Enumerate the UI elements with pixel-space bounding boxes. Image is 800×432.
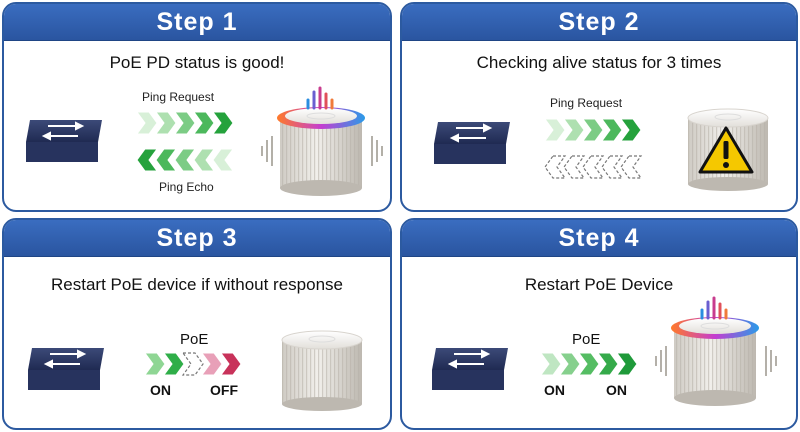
step-2-header: Step 2: [402, 4, 796, 41]
step-1-header: Step 1: [4, 4, 390, 41]
off-state-label: OFF: [210, 382, 238, 398]
no-echo-arrows: [544, 155, 643, 179]
step-1-title: Step 1: [156, 8, 238, 36]
arrow-chevron: [559, 352, 581, 376]
arrow-chevron: [601, 155, 624, 179]
ping-request-arrows: [544, 118, 642, 142]
arrow-chevron: [193, 148, 215, 172]
on-state-label-2: ON: [606, 382, 627, 398]
step-3-header: Step 3: [4, 220, 390, 257]
arrow-chevron: [563, 155, 586, 179]
arrow-chevron: [582, 118, 604, 142]
poe-device-icon: [261, 86, 383, 196]
poe-label: PoE: [572, 331, 601, 348]
arrow-chevron: [620, 155, 643, 179]
arrow-chevron: [582, 155, 605, 179]
step-4-header: Step 4: [402, 220, 796, 257]
arrow-chevron: [620, 118, 642, 142]
arrow-chevron: [136, 111, 158, 135]
arrow-chevron: [144, 352, 166, 376]
step-3-panel: Step 3 Restart PoE device if without res…: [2, 218, 392, 430]
arrow-chevron: [563, 118, 585, 142]
ping-echo-label: Ping Echo: [159, 180, 214, 194]
step-1-subtitle: PoE PD status is good!: [109, 53, 285, 72]
step-3-title: Step 3: [156, 224, 238, 252]
poe-device-icon: [281, 330, 363, 411]
arrow-chevron: [174, 148, 196, 172]
step-2-panel: Step 2 Checking alive status for 3 times…: [400, 2, 798, 212]
step-2-subtitle: Checking alive status for 3 times: [476, 53, 722, 72]
arrow-chevron: [193, 111, 215, 135]
arrow-chevron: [597, 352, 619, 376]
ping-request-label: Ping Request: [550, 96, 623, 110]
arrow-chevron: [540, 352, 562, 376]
arrow-chevron: [163, 352, 185, 376]
arrow-chevron: [616, 352, 638, 376]
poe-power-arrows: [540, 352, 638, 376]
arrow-chevron: [212, 148, 234, 172]
step-1-panel: Step 1 PoE PD status is good! Ping Reque…: [2, 2, 392, 212]
poe-power-arrows: [144, 352, 242, 376]
step-4-title: Step 4: [558, 224, 640, 252]
network-switch-icon: [434, 122, 510, 164]
on-state-label: ON: [150, 382, 171, 398]
arrow-chevron: [601, 118, 623, 142]
step-4-panel: Step 4 Restart PoE Device PoE ON ON: [400, 218, 798, 430]
arrow-chevron: [181, 352, 204, 376]
arrow-chevron: [220, 352, 242, 376]
arrow-chevron: [136, 148, 158, 172]
network-switch-icon: [432, 348, 508, 390]
on-state-label: ON: [544, 382, 565, 398]
network-switch-icon: [28, 348, 104, 390]
network-switch-icon: [26, 120, 102, 162]
step-2-title: Step 2: [558, 8, 640, 36]
step-3-subtitle: Restart PoE device if without response: [51, 275, 343, 294]
arrow-chevron: [578, 352, 600, 376]
arrow-chevron: [155, 111, 177, 135]
poe-label: PoE: [180, 331, 209, 348]
ping-request-arrows: [136, 111, 234, 135]
arrow-chevron: [212, 111, 234, 135]
poe-device-icon: [655, 296, 777, 406]
warning-icon: [698, 126, 754, 174]
arrow-chevron: [174, 111, 196, 135]
arrow-chevron: [155, 148, 177, 172]
ping-echo-arrows: [136, 148, 234, 172]
ping-request-label: Ping Request: [142, 90, 215, 104]
arrow-chevron: [544, 118, 566, 142]
arrow-chevron: [544, 155, 567, 179]
step-4-subtitle: Restart PoE Device: [524, 275, 674, 294]
arrow-chevron: [201, 352, 223, 376]
